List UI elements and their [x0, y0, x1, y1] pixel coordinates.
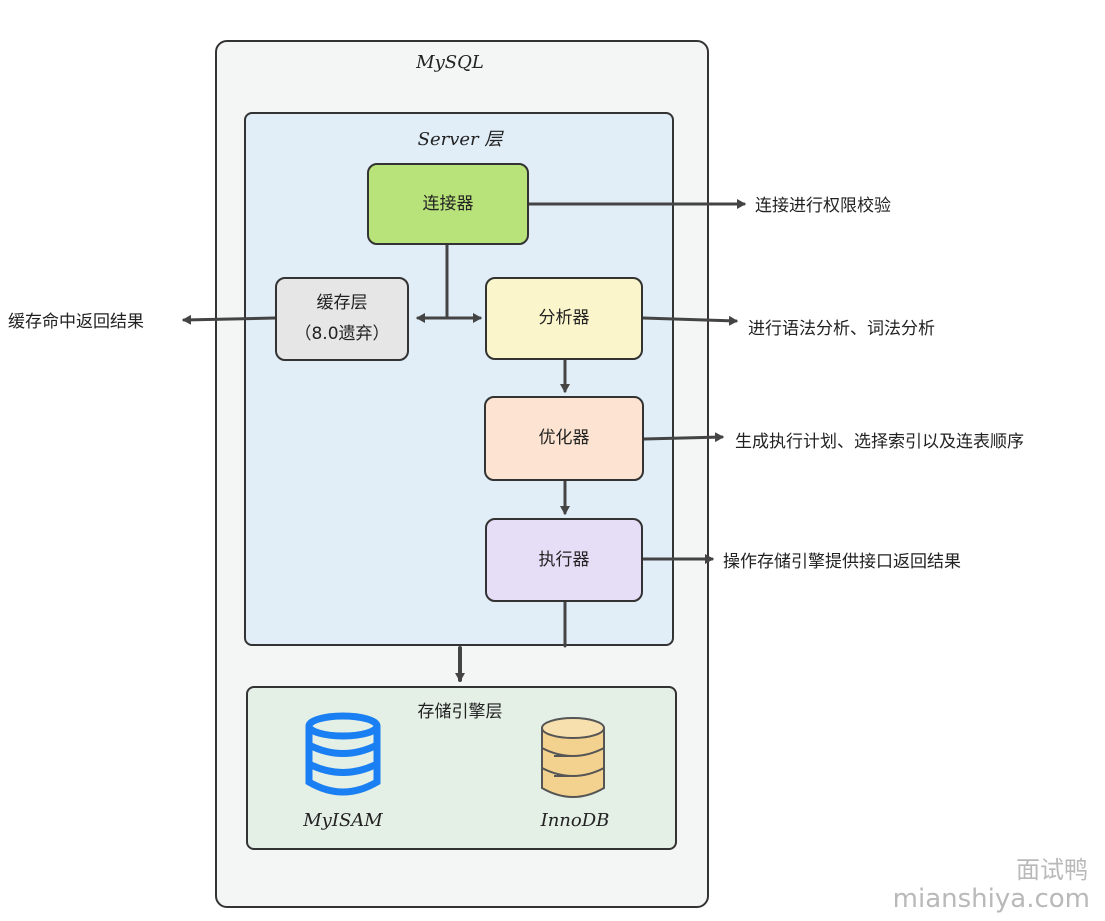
myisam-label: MyISAM [303, 810, 383, 831]
executor-label: 执行器 [538, 549, 590, 570]
connector-node: 连接器 [367, 163, 529, 245]
watermark-url: mianshiya.com [892, 884, 1090, 914]
optimizer-annotation: 生成执行计划、选择索引以及连表顺序 [735, 432, 1024, 452]
analyzer-arrow [641, 315, 738, 326]
connector-label: 连接器 [422, 193, 474, 214]
mysql-title: MySQL [416, 52, 484, 73]
executor-node: 执行器 [485, 518, 643, 602]
analyzer-annotation: 进行语法分析、词法分析 [748, 319, 935, 339]
innodb-database-icon [538, 714, 608, 802]
watermark-name: 面试鸭 [1016, 856, 1088, 884]
cache-node: 缓存层 （8.0遗弃） [275, 277, 409, 361]
innodb-label: InnoDB [540, 810, 610, 831]
myisam-database-icon [303, 712, 383, 796]
cache-label: 缓存层 [316, 293, 368, 314]
cache-hit-arrow [182, 314, 277, 325]
optimizer-node: 优化器 [484, 396, 644, 481]
cache-note: （8.0遗弃） [294, 324, 390, 344]
analyzer-node: 分析器 [485, 277, 643, 360]
storage-layer-title: 存储引擎层 [417, 702, 503, 722]
cache-annotation: 缓存命中返回结果 [8, 312, 144, 332]
optimizer-arrow [642, 432, 724, 443]
optimizer-label: 优化器 [538, 428, 590, 449]
executor-annotation: 操作存储引擎提供接口返回结果 [723, 552, 961, 572]
connector-annotation: 连接进行权限校验 [755, 196, 891, 216]
server-layer-title: Server 层 [417, 129, 503, 150]
analyzer-label: 分析器 [538, 308, 590, 329]
